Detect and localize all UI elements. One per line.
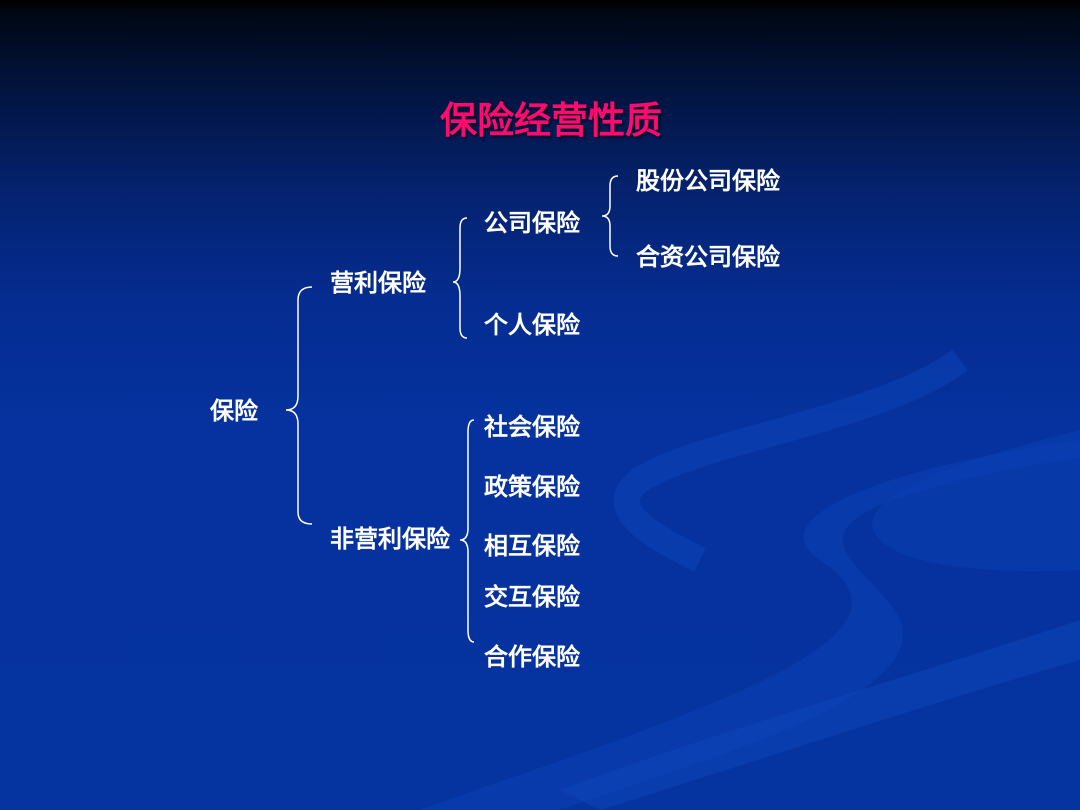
node-reciprocal: 交互保险 — [484, 583, 580, 611]
node-mutual: 相互保险 — [484, 532, 580, 560]
node-noncommercial: 非营利保险 — [330, 525, 450, 553]
node-social: 社会保险 — [484, 413, 580, 441]
company-brace — [601, 175, 619, 257]
root-brace — [285, 286, 313, 525]
noncommercial-brace — [459, 419, 475, 643]
slide-title: 保险经营性质 — [440, 99, 662, 142]
node-cooperative: 合作保险 — [484, 643, 580, 671]
node-policy: 政策保险 — [484, 473, 580, 501]
node-joint-stock: 股份公司保险 — [636, 167, 780, 195]
node-individual: 个人保险 — [484, 311, 580, 339]
node-commercial: 营利保险 — [330, 269, 426, 297]
node-joint-venture: 合资公司保险 — [636, 243, 780, 271]
node-root: 保险 — [210, 397, 258, 425]
commercial-brace — [452, 217, 468, 339]
node-company: 公司保险 — [484, 209, 580, 237]
